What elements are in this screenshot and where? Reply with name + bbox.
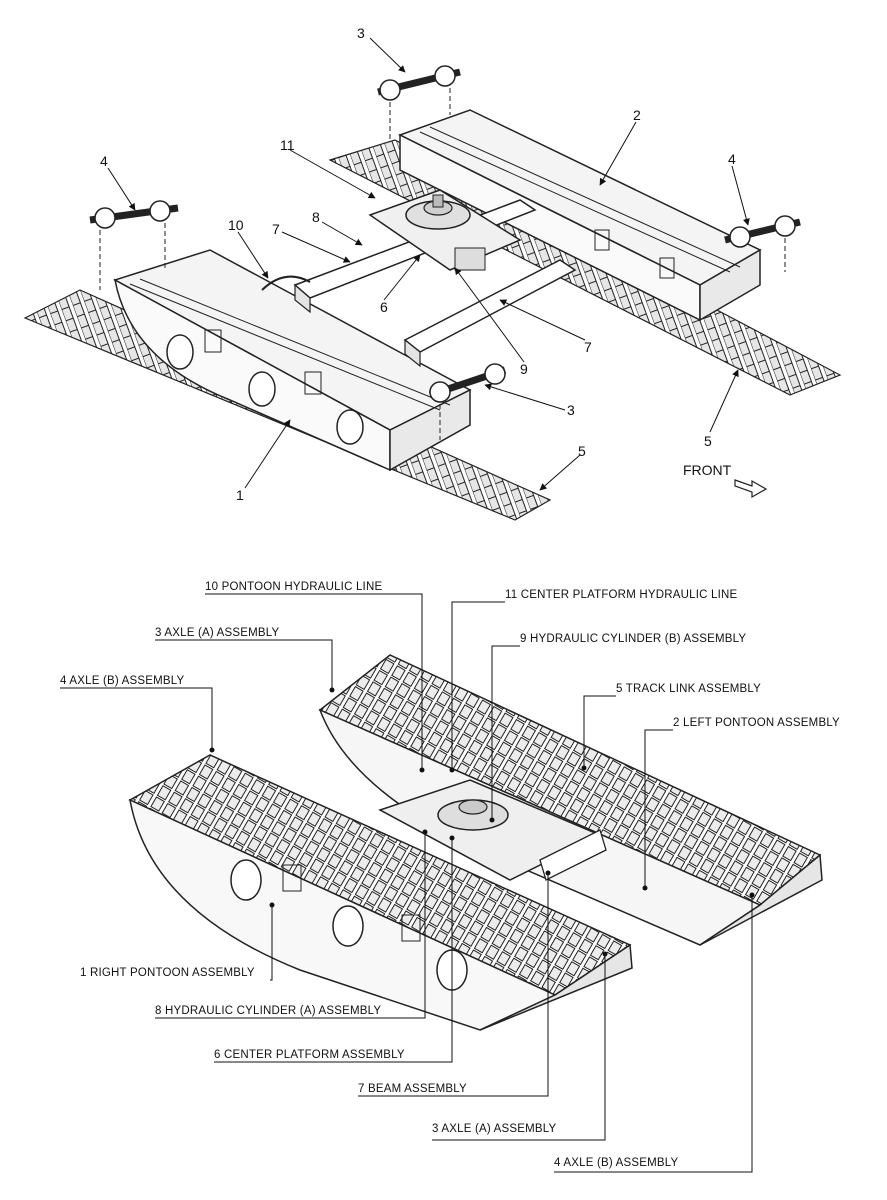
front-label: FRONT [683,462,732,478]
callout-2-top: 2 [633,107,641,123]
label-left-pontoon-assembly: 2 LEFT PONTOON ASSEMBLY [673,717,840,729]
pontoon-hydraulic-line-top [261,275,311,291]
label-beam-assembly: 7 BEAM ASSEMBLY [358,1083,467,1095]
right-pontoon-top [113,249,472,472]
label-axle-b-assembly-top: 4 AXLE (B) ASSEMBLY [60,675,185,687]
top-leader-lines [107,37,750,491]
axle-a-left-top [377,65,461,140]
label-axle-b-assembly-bottom: 4 AXLE (B) ASSEMBLY [554,1157,679,1169]
callout-10-top: 10 [228,217,244,233]
callout-4-top: 4 [728,151,736,167]
axle-b-left-top [724,215,801,272]
left-pontoon-top [398,109,762,322]
label-axle-a-assembly-top: 3 AXLE (A) ASSEMBLY [155,627,280,639]
callout-7b-top: 7 [584,339,592,355]
right-pontoon-bottom [128,754,633,1031]
callout-3b-top: 3 [567,402,575,418]
label-axle-a-assembly-bottom: 3 AXLE (A) ASSEMBLY [432,1123,557,1135]
bottom-assembled-view: 10 PONTOON HYDRAULIC LINE 11 CENTER PLAT… [60,581,840,1173]
axle-a-right-top [428,363,507,440]
center-platform-top [368,189,522,271]
label-hydraulic-cylinder-b: 9 HYDRAULIC CYLINDER (B) ASSEMBLY [520,633,746,645]
label-pontoon-hydraulic-line: 10 PONTOON HYDRAULIC LINE [205,581,382,593]
callout-5-top: 5 [704,433,712,449]
callout-3-top: 3 [357,25,365,41]
callout-4b-top: 4 [100,153,108,169]
callout-11-top: 11 [280,137,295,153]
top-exploded-view: 3 2 4 11 4 10 8 7 6 7 9 3 5 5 1 FRONT [23,25,842,521]
center-platform-bottom [378,779,607,881]
label-right-pontoon-assembly: 1 RIGHT PONTOON ASSEMBLY [80,967,255,979]
leader-dots [209,687,755,957]
label-center-platform-hydraulic-line: 11 CENTER PLATFORM HYDRAULIC LINE [505,589,738,601]
callout-9-top: 9 [520,361,528,377]
label-hydraulic-cylinder-a: 8 HYDRAULIC CYLINDER (A) ASSEMBLY [155,1005,381,1017]
callout-7-top: 7 [272,221,280,237]
label-center-platform-assembly: 6 CENTER PLATFORM ASSEMBLY [214,1049,405,1061]
callout-5b-top: 5 [578,443,586,459]
callout-6-top: 6 [380,299,388,315]
axle-b-right-top [89,200,179,290]
label-track-link-assembly: 5 TRACK LINK ASSEMBLY [616,683,761,695]
callout-8-top: 8 [312,209,320,225]
bottom-leader-lines [60,593,753,1173]
front-arrow-icon [734,479,768,499]
callout-1-top: 1 [236,487,244,503]
